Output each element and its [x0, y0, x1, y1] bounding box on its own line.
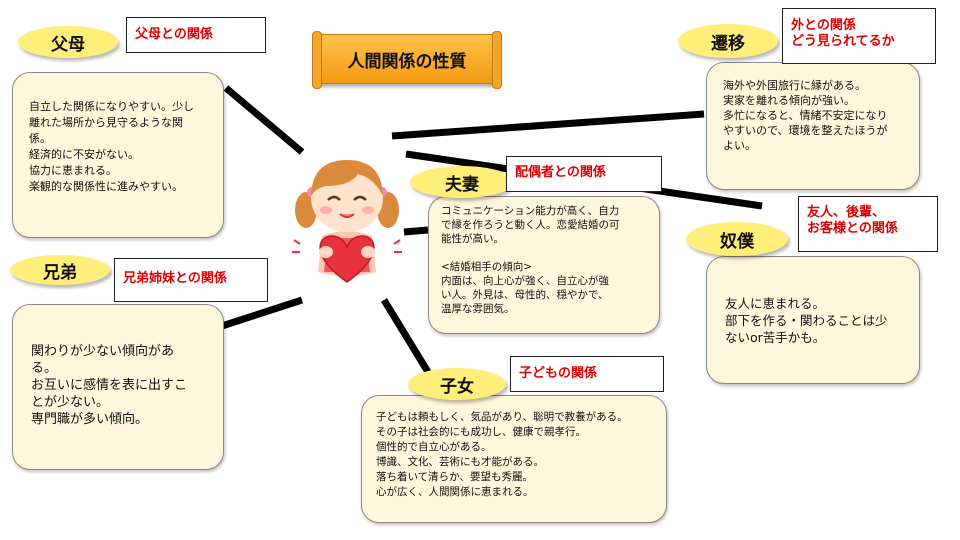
node-siblings-label: 兄弟姉妹との関係 [114, 258, 268, 302]
connector-parents [223, 85, 305, 155]
node-parents-pill: 父母 [18, 26, 118, 58]
node-spouse-label: 配偶者との関係 [506, 156, 662, 192]
node-siblings-pill: 兄弟 [10, 255, 110, 285]
diagram-title-text: 人間関係の性質 [347, 51, 467, 72]
node-siblings-name: 兄弟 [43, 262, 77, 283]
connector-spouse [403, 226, 429, 236]
node-friends-pill: 奴僕 [686, 222, 788, 256]
node-migration-pill: 遷移 [678, 24, 778, 58]
node-parents-name: 父母 [51, 34, 85, 55]
node-friends-card: 友人に恵まれる。 部下を作る・関わることは少 ないor苦手かも。 [706, 256, 920, 384]
node-spouse-pill: 夫妻 [410, 166, 514, 198]
node-parents-label: 父母との関係 [126, 17, 266, 53]
node-children-card: 子どもは頼もしく、気品があり、聡明で教養がある。 その子は社会的にも成功し、健康… [361, 395, 667, 523]
node-migration-name: 遷移 [711, 33, 745, 54]
node-friends-name: 奴僕 [720, 231, 754, 252]
node-migration-card: 海外や外国旅行に縁がある。 実家を離れる傾向が強い。 多忙になると、情緒不安定に… [706, 62, 920, 190]
girl-holding-heart-icon [292, 160, 402, 283]
connector-children [381, 298, 431, 374]
node-parents-card: 自立した関係になりやすい。少し 離れた場所から見守るような関 係。 経済的に不安… [12, 72, 224, 238]
node-children-name: 子女 [440, 376, 474, 397]
node-siblings-card: 関わりが少ない傾向があ る。 お互いに感情を表に出すこ とが少ない。 専門職が多… [12, 304, 224, 470]
connector-migration [391, 110, 705, 140]
node-spouse-name: 夫妻 [445, 174, 479, 195]
diagram-title: 人間関係の性質 [312, 31, 502, 89]
connector-siblings [220, 296, 304, 330]
node-children-pill: 子女 [408, 368, 506, 400]
node-children-label: 子どもの関係 [510, 356, 664, 392]
node-spouse-card: コミュニケーション能力が高く、自力 で縁を作ろうと動く人。恋愛結婚の可 能性が高… [428, 196, 660, 334]
node-migration-label: 外との関係 どう見られてるか [782, 8, 936, 64]
node-friends-label: 友人、後輩、 お客様との関係 [798, 196, 938, 252]
